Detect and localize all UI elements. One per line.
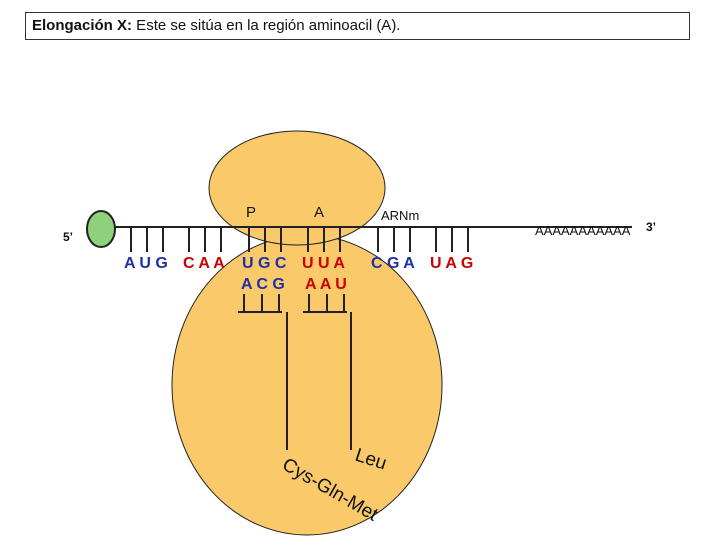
poly-a-tail: AAAAAAAAAAA	[535, 223, 631, 238]
p-site-label: P	[246, 204, 256, 221]
codon-6: U A G	[430, 255, 473, 272]
five-prime-label: 5’	[63, 230, 73, 244]
codon-5: C G A	[371, 255, 415, 272]
anticodon-1: A C G	[241, 276, 285, 293]
codon-4: U U A	[302, 255, 345, 272]
codon-2: C A A	[183, 255, 225, 272]
mrna-label: ARNm	[381, 208, 419, 223]
codon-1: A U G	[124, 255, 168, 272]
codon-3: U G C	[242, 255, 287, 272]
anticodon-2: A A U	[305, 276, 347, 293]
five-prime-cap	[87, 211, 115, 247]
three-prime-label: 3’	[646, 220, 656, 234]
a-site-label: A	[314, 204, 324, 221]
